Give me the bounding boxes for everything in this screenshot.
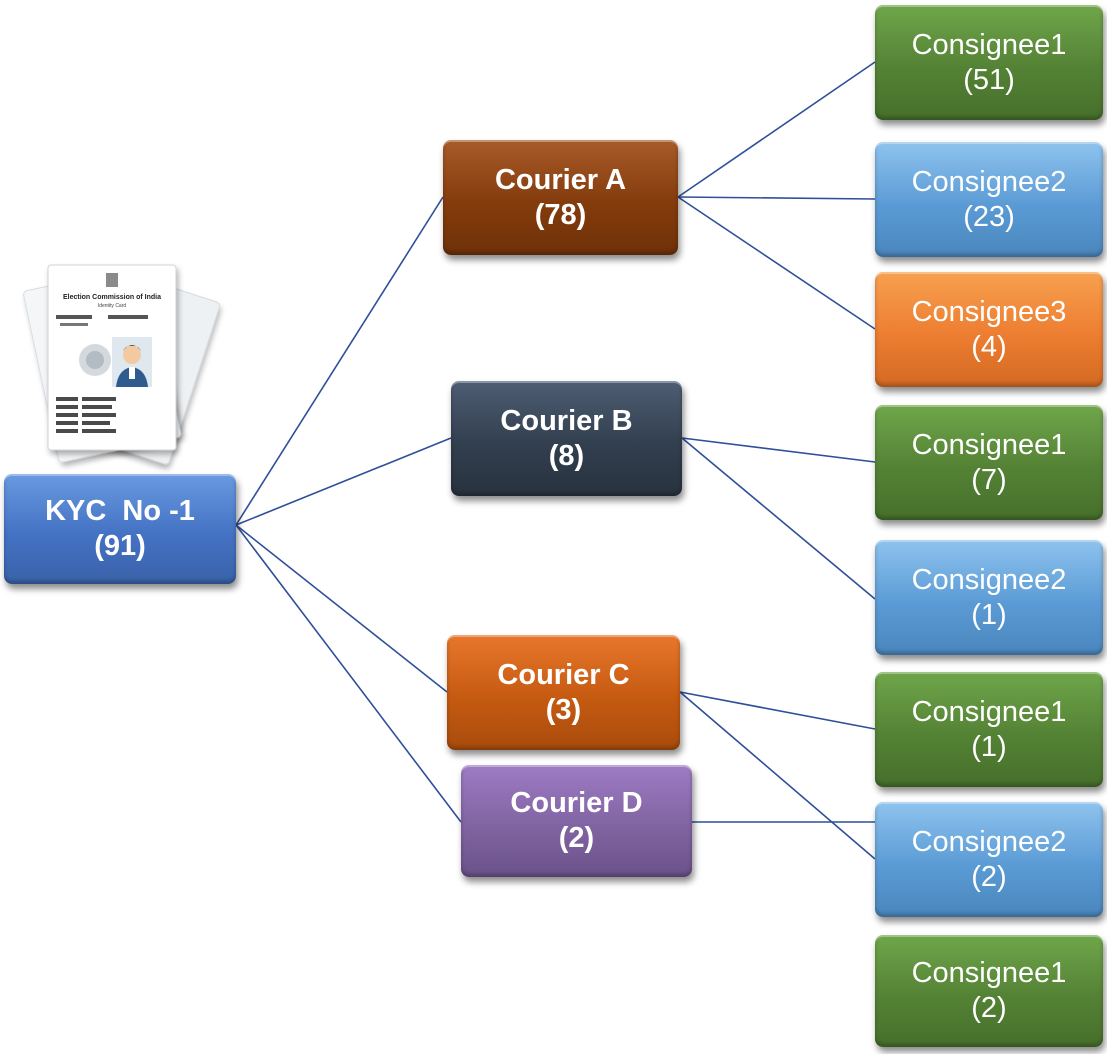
courier-d-label: Courier D — [510, 787, 643, 820]
edge-root-courier-d — [235, 524, 462, 823]
root-node-kyc: KYC No -1 (91) — [4, 474, 236, 584]
edge-root-courier-c — [235, 524, 448, 693]
consignee-a2-node: Consignee2 (23) — [875, 142, 1103, 257]
courier-b-node: Courier B (8) — [451, 381, 682, 496]
consignee-label: Consignee1 — [911, 28, 1067, 61]
root-count: (91) — [94, 530, 146, 562]
consignee-label: Consignee2 — [911, 563, 1067, 596]
edge-c-consignee2 — [679, 691, 876, 860]
consignee-c1-node: Consignee1 (1) — [875, 672, 1103, 787]
edge-root-courier-a — [235, 196, 444, 526]
consignee-label: Consignee1 — [911, 957, 1067, 990]
consignee-count: (2) — [971, 992, 1007, 1024]
edge-a-consignee2 — [677, 196, 876, 200]
consignee-count: (1) — [971, 730, 1007, 763]
edge-c-consignee1 — [679, 691, 876, 730]
courier-d-count: (2) — [558, 822, 595, 854]
edge-a-consignee3 — [677, 196, 876, 330]
id-card-icon: Election Commission of India Identity Ca… — [23, 264, 221, 465]
consignee-a1-node: Consignee1 (51) — [875, 5, 1103, 120]
courier-c-label: Courier C — [497, 658, 630, 691]
consignee-count: (4) — [971, 330, 1007, 363]
consignee-count: (2) — [971, 860, 1007, 893]
courier-d-node: Courier D (2) — [461, 765, 692, 877]
courier-c-count: (3) — [545, 693, 582, 726]
edge-b-consignee2 — [681, 437, 876, 600]
consignee-count: (7) — [971, 463, 1007, 496]
consignee-count: (51) — [963, 63, 1015, 96]
courier-b-label: Courier B — [500, 404, 633, 437]
consignee-label: Consignee3 — [911, 295, 1067, 328]
consignee-d1-node: Consignee1 (2) — [875, 935, 1103, 1047]
consignee-count: (1) — [971, 598, 1007, 631]
edge-b-consignee1 — [681, 437, 876, 463]
id-card-header: Election Commission of India — [63, 294, 161, 301]
courier-c-node: Courier C (3) — [447, 635, 680, 750]
courier-a-count: (78) — [534, 198, 587, 231]
id-card-subheader: Identity Card — [98, 303, 127, 309]
consignee-b1-node: Consignee1 (7) — [875, 405, 1103, 520]
consignee-c2-node: Consignee2 (2) — [875, 802, 1103, 917]
consignee-b2-node: Consignee2 (1) — [875, 540, 1103, 655]
courier-a-label: Courier A — [494, 163, 627, 196]
consignee-label: Consignee2 — [911, 165, 1067, 198]
edge-a-consignee1 — [677, 61, 876, 198]
edge-root-courier-b — [235, 437, 452, 526]
consignee-label: Consignee1 — [911, 428, 1067, 461]
consignee-count: (23) — [963, 200, 1015, 233]
courier-b-count: (8) — [548, 439, 585, 472]
consignee-label: Consignee1 — [911, 695, 1067, 728]
root-label: KYC No -1 — [45, 495, 195, 528]
courier-a-node: Courier A (78) — [443, 140, 678, 255]
consignee-label: Consignee2 — [911, 825, 1067, 858]
consignee-a3-node: Consignee3 (4) — [875, 272, 1103, 387]
